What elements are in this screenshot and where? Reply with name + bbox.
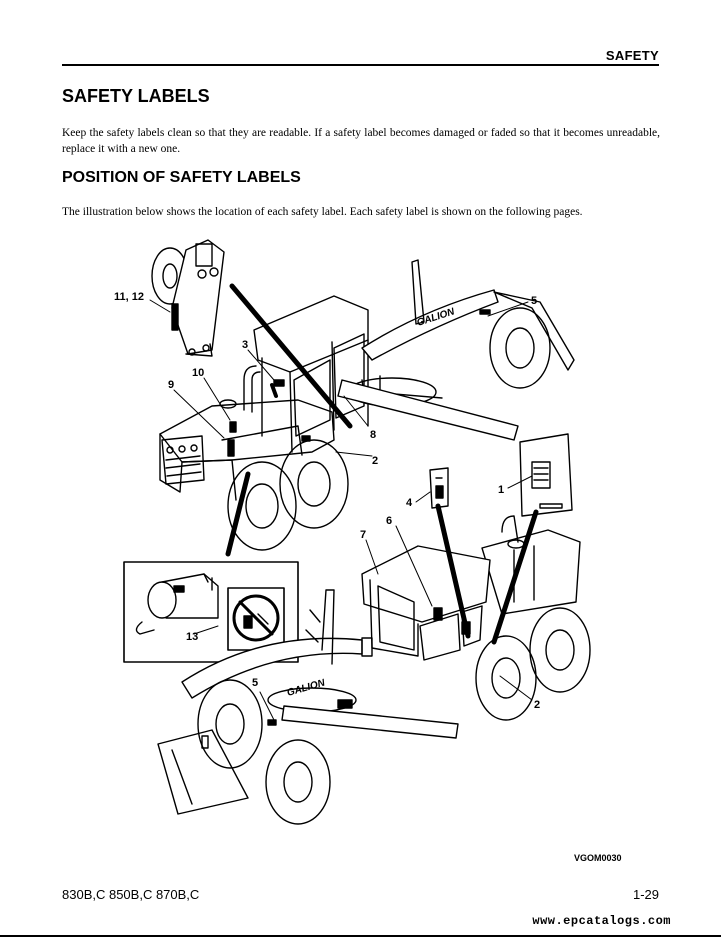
page-number: 1-29 [632,887,659,902]
callout-2-lower: 2 [534,699,540,711]
callout-13: 13 [186,631,198,643]
warning-pictogram [232,594,280,642]
page-title: SAFETY LABELS [62,86,210,106]
footer-models: 830B,C 850B,C 870B,C [62,887,200,902]
callout-8: 8 [370,429,376,441]
upper-grader-drawing [159,259,575,551]
section-header: SAFETY [605,48,659,63]
bottom-rule [0,935,721,937]
section-subtitle: POSITION OF SAFETY LABELS [62,169,301,186]
callout-9: 9 [168,379,174,391]
callout-2-upper: 2 [372,455,378,467]
callout-5-upper: 5 [531,295,537,307]
leader-stripes [225,283,353,557]
callout-6: 6 [386,515,392,527]
callout-10: 10 [192,367,204,379]
subintro-paragraph: The illustration below shows the locatio… [62,206,583,218]
label-position-figure: 11, 12 5 3 10 9 8 2 1 4 6 7 13 5 2 GALIO… [114,239,591,825]
header-rule [62,64,659,66]
watermark: www.epcatalogs.com [532,914,671,928]
callout-11-12: 11, 12 [114,291,144,303]
callout-1: 1 [498,484,504,496]
callout-5-lower: 5 [252,677,258,689]
figure-code: VGOM0030 [574,853,622,863]
callout-leaders [149,299,533,721]
intro-paragraph: Keep the safety labels clean so that the… [62,127,660,155]
label-sheet-drawing [519,433,573,517]
control-stand-drawing [151,239,225,357]
lower-leader-stripes [435,503,539,645]
callout-4: 4 [406,497,413,509]
label-card-drawing [429,467,449,509]
brand-label-lower: GALION [286,677,327,699]
callout-7: 7 [360,529,366,541]
starter-motor-drawing [135,573,219,635]
callout-3: 3 [242,339,248,351]
